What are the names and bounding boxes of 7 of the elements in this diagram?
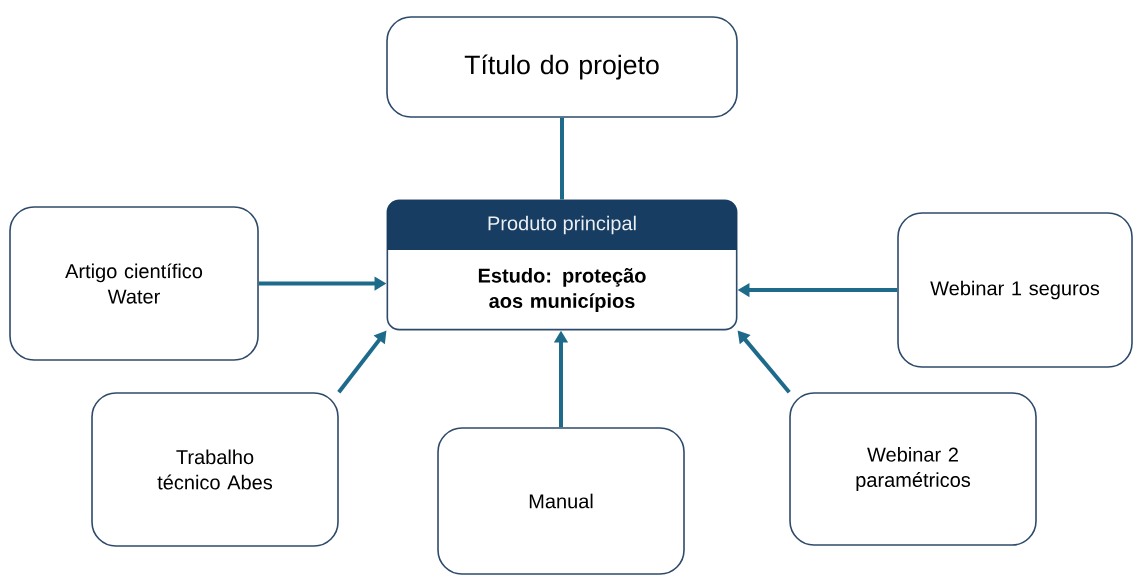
text-box: Título do projeto [386,16,738,118]
text-box: Manual [437,427,685,575]
text-box: Artigo científico Water [9,206,259,361]
text-box: Trabalho técnico Abes [91,392,339,547]
product-box: Produto principal Estudo: proteção aos municípios [386,199,738,331]
text-box: Webinar 2 paramétricos [789,392,1037,546]
text-box: Webinar 1 seguros [897,212,1133,368]
